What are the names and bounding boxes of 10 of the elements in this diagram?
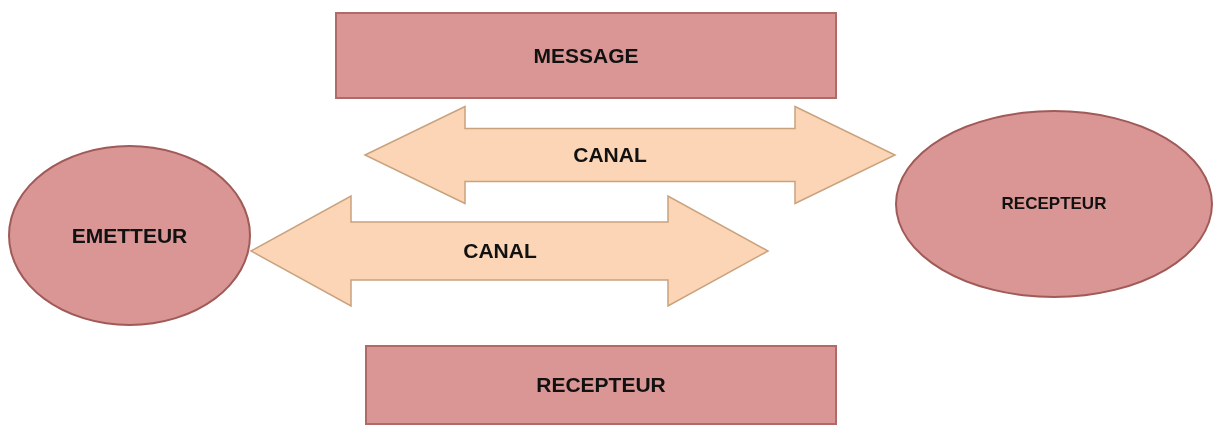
- double-arrow: [363, 105, 897, 205]
- node-label: EMETTEUR: [71, 223, 188, 248]
- message-box: [335, 12, 837, 99]
- edge-label: CANAL: [463, 239, 537, 263]
- receiver-box: [365, 345, 837, 425]
- node-label: MESSAGE: [533, 43, 639, 68]
- edge-label: CANAL: [573, 143, 647, 167]
- double-arrow: [249, 194, 770, 308]
- node-label: RECEPTEUR: [536, 373, 666, 397]
- node-label: RECEPTEUR: [1001, 194, 1107, 214]
